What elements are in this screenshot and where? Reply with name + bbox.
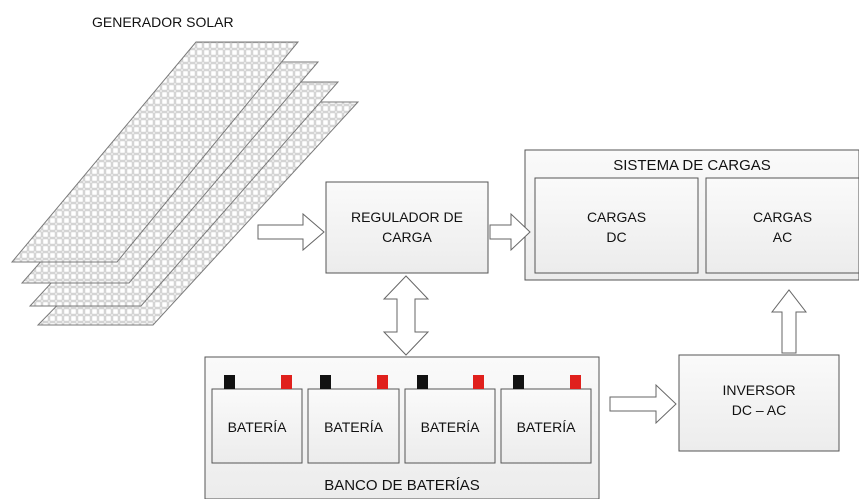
solar-generator bbox=[10, 41, 360, 326]
arrow-inverter-to-ac-loads bbox=[770, 289, 808, 354]
solar-generator-title: GENERADOR SOLAR bbox=[92, 14, 234, 30]
battery-label: BATERÍA bbox=[227, 419, 287, 435]
loads-dc-label: CARGAS DC bbox=[535, 207, 698, 247]
battery-positive-terminal bbox=[281, 375, 292, 389]
inverter-line1: INVERSOR bbox=[722, 382, 796, 398]
regulator-box bbox=[325, 181, 489, 274]
solar-panel bbox=[10, 41, 300, 263]
battery-label: BATERÍA bbox=[324, 419, 383, 435]
arrow-battery-to-inverter bbox=[609, 383, 677, 425]
battery-negative-terminal bbox=[224, 375, 235, 389]
loads-ac-box bbox=[705, 177, 859, 274]
battery-positive-terminal bbox=[570, 375, 581, 389]
loads-ac-label: CARGAS AC bbox=[706, 207, 859, 247]
battery-body bbox=[211, 388, 303, 464]
loads-ac-line2: AC bbox=[772, 229, 793, 245]
battery-2 bbox=[307, 375, 400, 464]
arrow-regulator-to-loads bbox=[489, 212, 531, 252]
battery-bank-title: BANCO DE BATERÍAS bbox=[324, 477, 480, 494]
loads-system-title: SISTEMA DE CARGAS bbox=[613, 157, 771, 174]
battery-body bbox=[500, 388, 592, 464]
regulator-label-line1: REGULADOR DE bbox=[350, 209, 464, 225]
battery-label: BATERÍA bbox=[420, 419, 480, 435]
battery-1 bbox=[211, 375, 303, 464]
battery-positive-terminal bbox=[377, 375, 388, 389]
battery-positive-terminal bbox=[473, 375, 484, 389]
battery-negative-terminal bbox=[513, 375, 524, 389]
inverter-label: INVERSOR DC – AC bbox=[679, 380, 839, 420]
battery-negative-terminal bbox=[417, 375, 428, 389]
battery-body bbox=[307, 388, 400, 464]
arrow-regulator-battery-bidirectional bbox=[382, 275, 430, 356]
battery-4 bbox=[500, 375, 592, 464]
inverter-line2: DC – AC bbox=[731, 402, 787, 418]
loads-dc-line1: CARGAS bbox=[586, 209, 647, 225]
inverter-box bbox=[678, 354, 840, 452]
loads-dc-box bbox=[534, 177, 699, 274]
battery-negative-terminal bbox=[320, 375, 331, 389]
regulator-label-line2: CARGA bbox=[382, 229, 432, 245]
battery-label: BATERÍA bbox=[516, 419, 576, 435]
battery-body bbox=[404, 388, 496, 464]
battery-3 bbox=[404, 375, 496, 464]
loads-dc-line2: DC bbox=[606, 229, 627, 245]
loads-ac-line1: CARGAS bbox=[752, 209, 813, 225]
regulator-label: REGULADOR DE CARGA bbox=[326, 207, 488, 247]
arrow-panels-to-regulator bbox=[257, 212, 325, 252]
